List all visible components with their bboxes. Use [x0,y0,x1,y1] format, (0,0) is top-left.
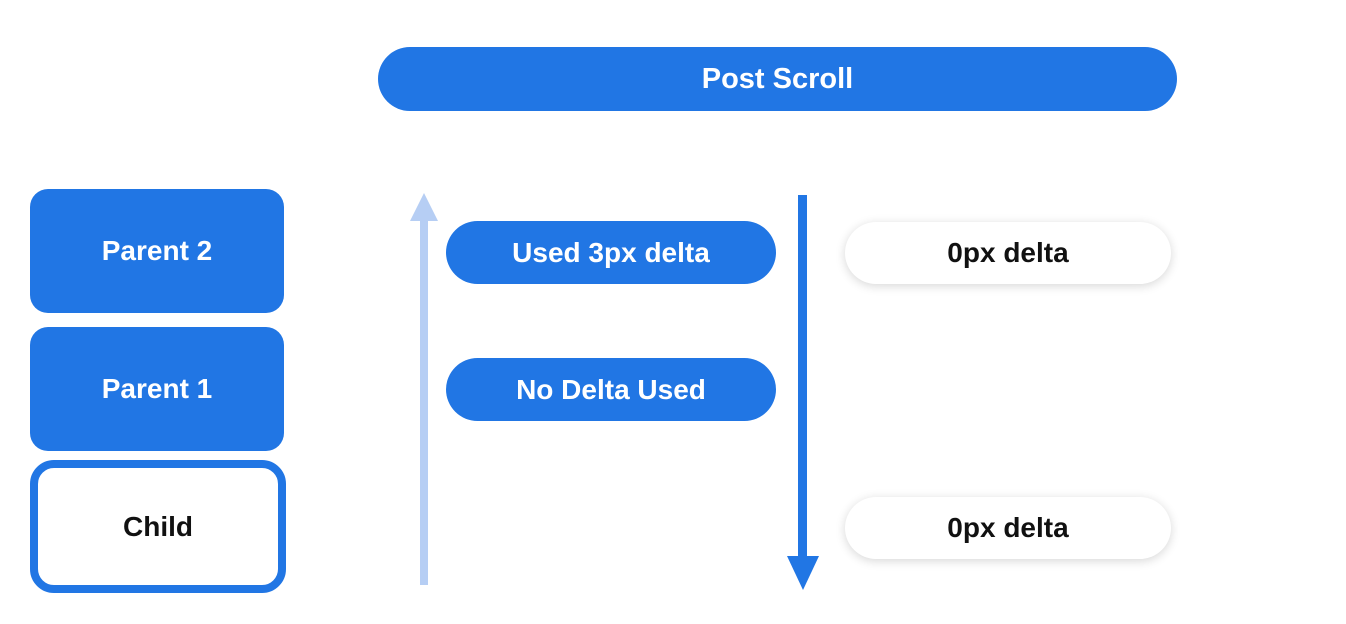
no-delta-used-label: No Delta Used [516,373,706,405]
post-scroll-title-pill: Post Scroll [378,47,1177,111]
zero-delta-bottom-pill: 0px delta [845,497,1171,559]
post-scroll-title-label: Post Scroll [701,62,854,95]
used-3px-delta-pill: Used 3px delta [446,221,776,284]
up-arrow-head [410,193,438,221]
no-delta-used-pill: No Delta Used [446,358,776,421]
child-label: Child [123,510,193,542]
zero-delta-bottom-label: 0px delta [947,512,1069,543]
parent-1-label: Parent 1 [101,373,213,404]
used-3px-delta-label: Used 3px delta [512,236,710,268]
zero-delta-top-label: 0px delta [947,237,1069,268]
up-arrow-shaft [420,218,428,585]
zero-delta-top-pill: 0px delta [845,222,1171,284]
down-arrow-shaft [798,195,807,557]
down-arrow-head [787,556,819,590]
child-box: Child [30,460,286,593]
parent-1-box: Parent 1 [30,327,284,451]
parent-2-box: Parent 2 [30,189,284,313]
parent-2-label: Parent 2 [101,235,213,266]
